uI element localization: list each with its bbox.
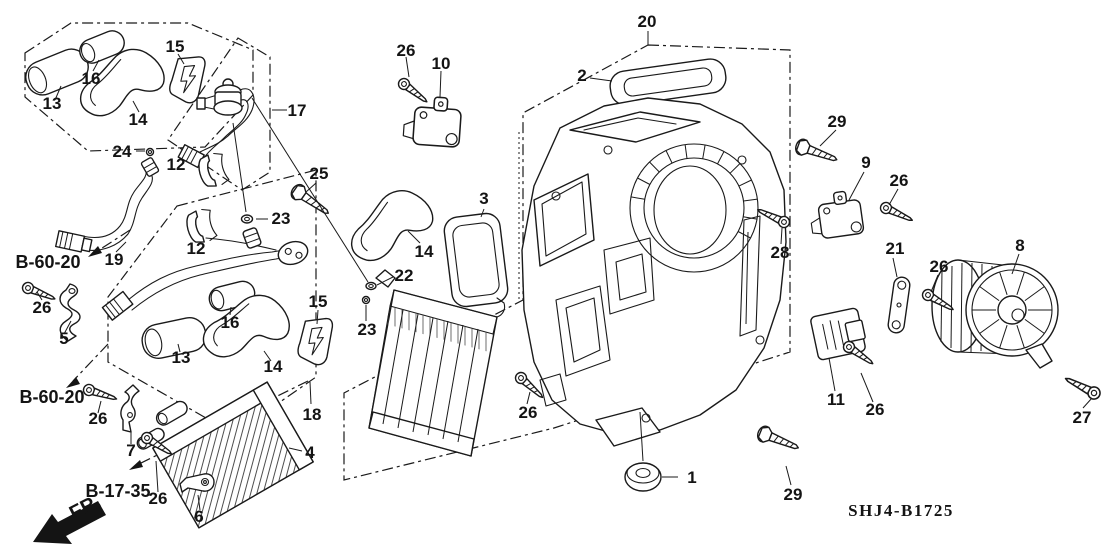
- washer-22: [365, 281, 377, 291]
- callout-24: 24: [113, 142, 132, 161]
- callout-18: 18: [303, 405, 322, 424]
- callout-11: 11: [827, 390, 845, 409]
- leader-lines: [36, 53, 1093, 511]
- callout-16-a: 16: [82, 69, 101, 88]
- callout-22: 22: [395, 266, 414, 285]
- washer-24: [145, 147, 155, 157]
- ref-arrow-b6020-a: [88, 229, 131, 257]
- callout-26-mid: 26: [519, 403, 538, 422]
- blower-scroll-fins: [630, 144, 758, 239]
- callout-26-r2: 26: [930, 257, 949, 276]
- callout-14-a: 14: [129, 110, 148, 129]
- callout-13-a: 13: [43, 94, 62, 113]
- bracket-7: [120, 384, 140, 433]
- water-valve-assembly: [177, 78, 255, 169]
- bracket-6: [179, 473, 215, 493]
- callout-14-c: 14: [415, 242, 434, 261]
- callout-26-r3: 26: [866, 400, 885, 419]
- screw-26-l2: [81, 382, 119, 405]
- callout-16-b: 16: [221, 313, 240, 332]
- ref-label-b6020-b: B-60-20: [19, 387, 84, 407]
- callout-26-r1: 26: [890, 171, 909, 190]
- callout-12-a: 12: [167, 155, 186, 174]
- bolt-29-top: [792, 136, 841, 168]
- callout-29-bot: 29: [784, 485, 803, 504]
- callout-26-top: 26: [397, 41, 416, 60]
- callout-29-top: 29: [828, 112, 847, 131]
- link-21: [887, 276, 911, 334]
- heater-pipe-assembly-18: [101, 237, 309, 321]
- callout-13-b: 13: [172, 348, 191, 367]
- callout-15-a: 15: [166, 37, 185, 56]
- callout-23-a: 23: [272, 209, 291, 228]
- grommet-1: [624, 462, 662, 492]
- callout-17: 17: [288, 101, 307, 120]
- ref-arrow-b6020-b: [66, 343, 109, 388]
- motor-face-spokes: [972, 271, 1052, 349]
- group-box-20-heater-unit: [343, 44, 791, 481]
- evaporator-core: [368, 269, 506, 457]
- bolt-29-bottom: [754, 423, 803, 456]
- callout-15-b: 15: [309, 292, 328, 311]
- clip-15-a: [167, 53, 207, 105]
- ref-label-b6020-a: B-60-20: [15, 252, 80, 272]
- clip-15-b: [296, 316, 334, 367]
- callout-1: 1: [687, 468, 696, 487]
- heater-unit-housing: [521, 97, 787, 447]
- screw-26-r1: [877, 199, 916, 226]
- callout-28: 28: [771, 243, 790, 262]
- callout-5: 5: [59, 329, 68, 348]
- callout-23-b: 23: [358, 320, 377, 339]
- callout-26-l2: 26: [89, 409, 108, 428]
- callout-8: 8: [1015, 236, 1024, 255]
- o-ring-23-b: [361, 295, 371, 305]
- seal-3: [443, 212, 509, 308]
- blower-motor-8: [931, 259, 1059, 369]
- callout-12-b: 12: [187, 239, 206, 258]
- heater-core-4: [152, 381, 314, 529]
- callout-2: 2: [577, 66, 586, 85]
- callout-6: 6: [194, 507, 203, 526]
- actuator-9: [806, 188, 865, 241]
- callout-20: 20: [638, 12, 657, 31]
- callout-7: 7: [126, 441, 135, 460]
- callout-25: 25: [310, 164, 329, 183]
- callout-27: 27: [1073, 408, 1092, 427]
- callout-10: 10: [432, 54, 451, 73]
- callout-3: 3: [479, 189, 488, 208]
- callout-9: 9: [861, 153, 870, 172]
- group-box-17-water-valve: [167, 37, 271, 191]
- callout-26-l1: 26: [33, 298, 52, 317]
- actuator-10: [402, 94, 463, 149]
- ref-label-b1735: B-17-35: [85, 481, 150, 501]
- pipe-nut: [242, 227, 262, 249]
- callout-26-l3: 26: [149, 489, 168, 508]
- callout-21: 21: [886, 239, 905, 258]
- screw-27: [1062, 372, 1103, 402]
- drawing-code: SHJ4-B1725: [848, 501, 954, 520]
- gasket-2: [609, 58, 727, 106]
- callout-19: 19: [105, 250, 124, 269]
- callout-14-b: 14: [264, 357, 283, 376]
- o-ring-23-a: [240, 214, 254, 224]
- callout-4: 4: [305, 443, 315, 462]
- water-hose-19: [54, 157, 160, 253]
- screw-26-top: [395, 75, 431, 107]
- bracket-5: [59, 283, 81, 342]
